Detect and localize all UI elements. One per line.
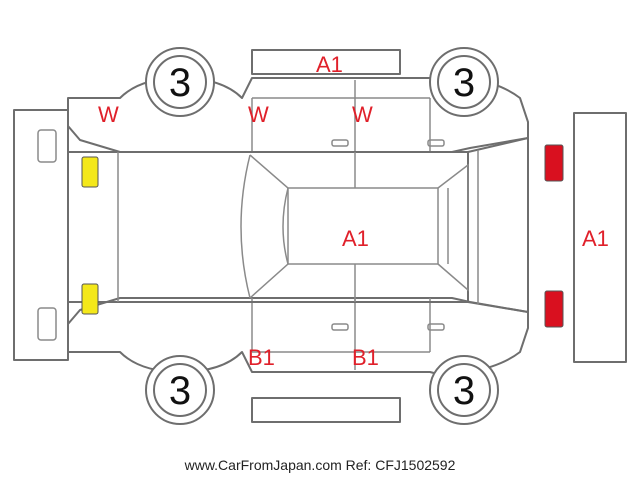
mark-roof-center: A1 xyxy=(342,226,369,251)
top-view-body xyxy=(67,151,469,303)
reference-footer: www.CarFromJapan.com Ref: CFJ1502592 xyxy=(184,457,456,473)
mark-w-left-door-rear: W xyxy=(352,102,373,127)
wheel-rear-right: 3 xyxy=(429,355,499,425)
mark-roof-top: A1 xyxy=(316,52,343,77)
wheel-front-right-score: 3 xyxy=(169,369,191,413)
mark-w-left-door-front: W xyxy=(248,102,269,127)
front-bumper xyxy=(13,109,69,361)
mark-w-front-left: W xyxy=(98,102,119,127)
wheel-front-left-score: 3 xyxy=(169,61,191,105)
front-lamp-upper xyxy=(81,156,99,188)
wheel-rear-left: 3 xyxy=(429,47,499,117)
front-lamp-lower xyxy=(81,283,99,315)
wheel-rear-left-score: 3 xyxy=(453,61,475,105)
rear-tailgate xyxy=(467,137,529,313)
wheel-front-right: 3 xyxy=(145,355,215,425)
wheel-rear-right-score: 3 xyxy=(453,369,475,413)
mark-b1-right-door-front: B1 xyxy=(248,345,275,370)
wheel-front-left: 3 xyxy=(145,47,215,117)
rear-bumper xyxy=(573,112,627,363)
rear-lamp-upper xyxy=(544,144,564,182)
mark-b1-right-door-rear: B1 xyxy=(352,345,379,370)
mark-rear-panel: A1 xyxy=(582,226,609,251)
rear-lamp-lower xyxy=(544,290,564,328)
